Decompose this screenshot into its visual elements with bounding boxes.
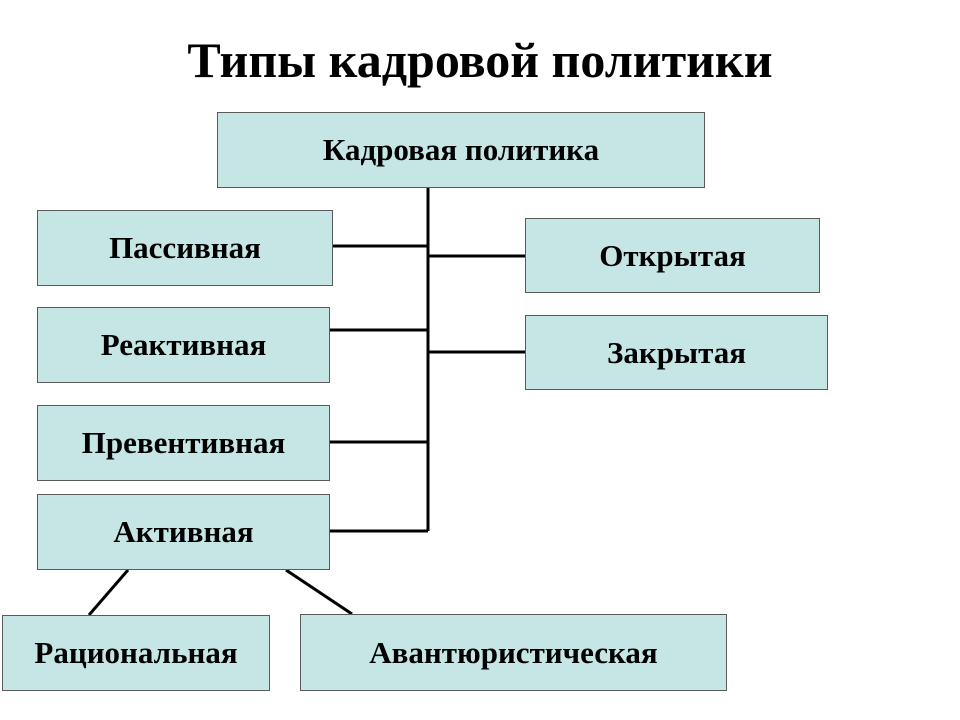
connector-adventurous (285, 568, 353, 616)
root-box: Кадровая политика (217, 112, 705, 188)
rational-box: Рациональная (2, 615, 270, 691)
open-box: Открытая (525, 218, 820, 293)
adventurous-box: Авантюристическая (300, 614, 727, 691)
active-box: Активная (37, 494, 330, 570)
passive-box: Пассивная (37, 210, 333, 286)
preventive-box: Превентивная (37, 405, 330, 481)
connector-rational (87, 569, 130, 616)
closed-box: Закрытая (525, 315, 828, 390)
reactive-box: Реактивная (37, 307, 330, 383)
page-title: Типы кадровой политики (187, 32, 773, 88)
